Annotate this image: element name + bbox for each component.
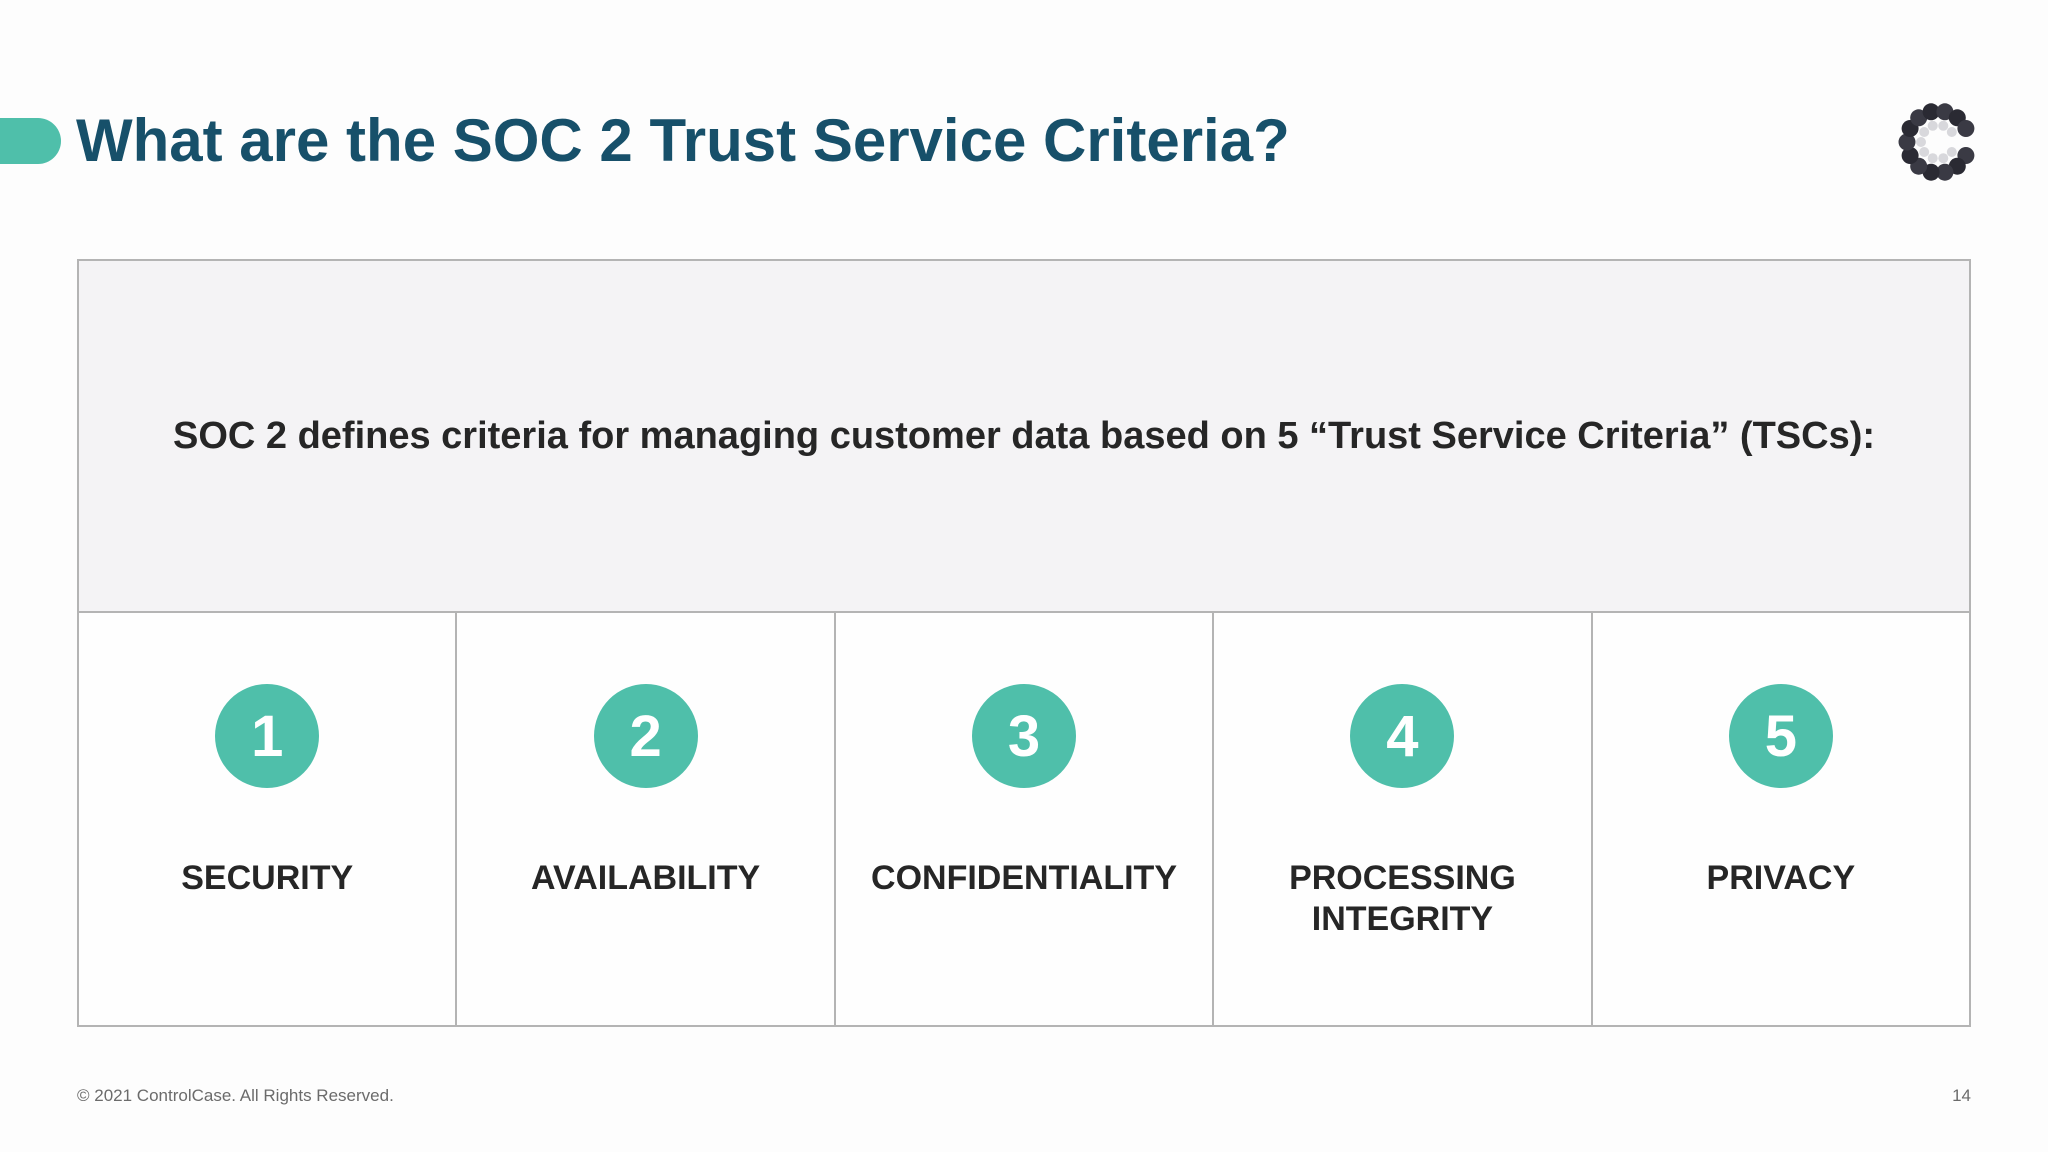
logo-inner-dot xyxy=(1946,127,1957,137)
table-header: SOC 2 defines criteria for managing cust… xyxy=(79,261,1969,613)
logo-dot xyxy=(1922,103,1940,121)
criterion-label: PROCESSING INTEGRITY xyxy=(1289,859,1516,938)
intro-text: SOC 2 defines criteria for managing cust… xyxy=(172,414,1876,457)
logo-dot xyxy=(1936,163,1954,181)
number-badge: 2 xyxy=(593,684,698,788)
criterion-confidentiality: 3 CONFIDENTIALITY xyxy=(836,613,1215,1025)
criterion-label: CONFIDENTIALITY xyxy=(871,859,1177,897)
criterion-privacy: 5 PRIVACY xyxy=(1593,613,1969,1025)
logo-inner-dot xyxy=(1919,127,1930,137)
logo-dot xyxy=(1901,147,1919,164)
criteria-table: SOC 2 defines criteria for managing cust… xyxy=(77,259,1971,1027)
logo-dot xyxy=(1898,133,1916,151)
criterion-security: 1 SECURITY xyxy=(79,613,458,1025)
number-badge: 1 xyxy=(215,684,320,788)
title-accent-bar xyxy=(0,118,61,164)
criterion-availability: 2 AVAILABILITY xyxy=(457,613,836,1025)
logo-inner-dot xyxy=(1946,147,1957,157)
number-badge: 3 xyxy=(972,684,1077,788)
number-badge: 5 xyxy=(1728,684,1833,788)
criterion-label: AVAILABILITY xyxy=(531,859,761,897)
logo-inner-dot xyxy=(1919,147,1930,157)
criterion-label: PRIVACY xyxy=(1706,859,1856,897)
logo-dot xyxy=(1957,120,1975,137)
copyright-text: © 2021 ControlCase. All Rights Reserved. xyxy=(77,1086,394,1105)
logo-inner-dot xyxy=(1916,137,1926,147)
criterion-processing-integrity: 4 PROCESSING INTEGRITY xyxy=(1214,613,1593,1025)
page-number: 14 xyxy=(1952,1086,1971,1105)
logo-inner-dot xyxy=(1927,120,1938,131)
number-badge: 4 xyxy=(1350,684,1455,788)
criteria-row: 1 SECURITY 2 AVAILABILITY 3 CONFIDENTIAL… xyxy=(79,613,1969,1025)
criterion-label: SECURITY xyxy=(181,859,354,897)
logo-inner-dot xyxy=(1938,120,1949,131)
slide-title: What are the SOC 2 Trust Service Criteri… xyxy=(76,107,1290,174)
logo-inner-dot xyxy=(1927,153,1938,164)
controlcase-logo-icon xyxy=(1896,100,1980,184)
logo-inner-dot xyxy=(1938,153,1949,164)
